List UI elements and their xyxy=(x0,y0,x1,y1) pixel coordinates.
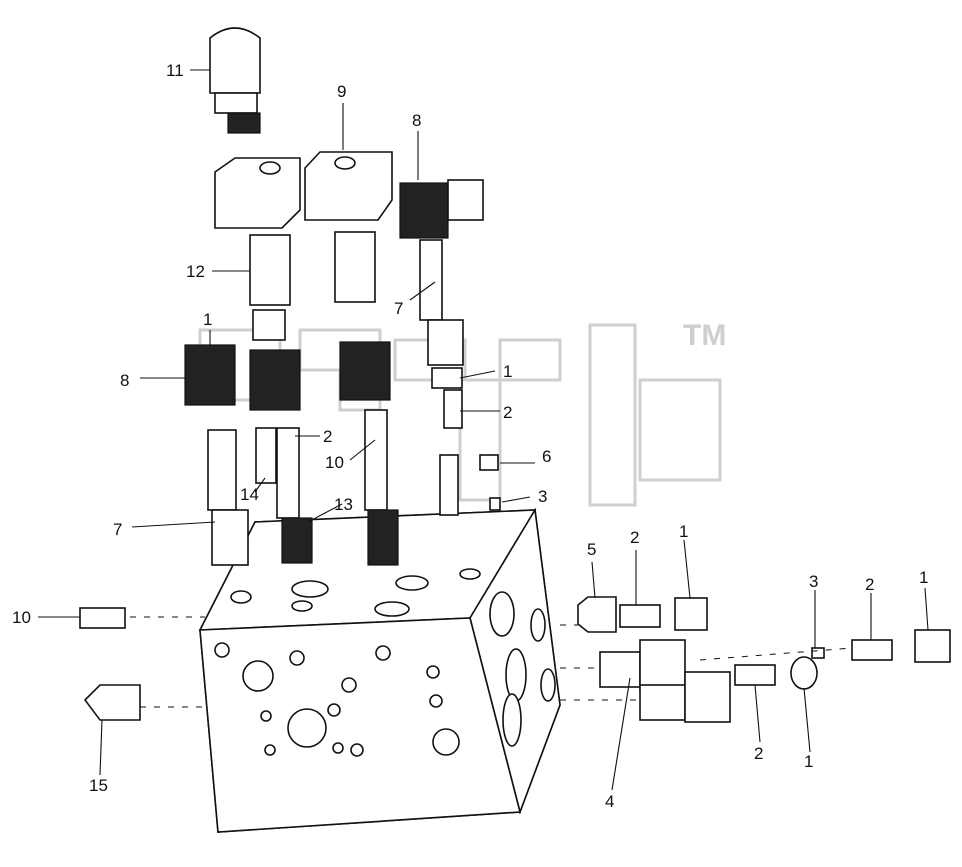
leader-lines xyxy=(38,69,929,791)
callout-10: 10 xyxy=(325,453,344,472)
callout-14: 14 xyxy=(240,485,259,504)
callout-2: 2 xyxy=(754,744,763,763)
callout-6: 6 xyxy=(542,447,551,466)
callout-2: 2 xyxy=(503,403,512,422)
callout-10: 10 xyxy=(12,608,31,627)
callout-8: 8 xyxy=(412,111,421,130)
callout-1: 1 xyxy=(804,752,813,771)
callout-2: 2 xyxy=(630,528,639,547)
callout-7: 7 xyxy=(394,299,403,318)
callout-11: 11 xyxy=(166,61,184,80)
right-side-parts xyxy=(560,596,951,723)
solenoid-coil-part-8-top xyxy=(399,179,484,429)
side-plug-part-10 xyxy=(79,607,205,629)
callout-3: 3 xyxy=(538,487,547,506)
cartridge-part-11 xyxy=(209,27,261,134)
callout-1: 1 xyxy=(919,568,928,587)
callout-5: 5 xyxy=(587,540,596,559)
callout-8: 8 xyxy=(120,371,129,390)
callout-4: 4 xyxy=(605,792,614,811)
valve-stems xyxy=(207,409,501,566)
solenoid-housings-part-9 xyxy=(214,151,393,229)
callout-13: 13 xyxy=(334,495,353,514)
callout-labels: 11 9 8 12 7 1 8 1 2 2 10 6 14 3 13 7 5 2… xyxy=(12,61,928,811)
side-valve-part-15 xyxy=(83,684,205,721)
callout-1: 1 xyxy=(503,362,512,381)
solenoid-coils-part-8-left xyxy=(184,341,391,411)
callout-1: 1 xyxy=(679,522,688,541)
callout-3: 3 xyxy=(809,572,818,591)
callout-15: 15 xyxy=(89,776,108,795)
callout-7: 7 xyxy=(113,520,122,539)
callout-12: 12 xyxy=(186,262,205,281)
callout-2: 2 xyxy=(865,575,874,594)
cartridge-part-12 xyxy=(249,231,376,341)
callout-1: 1 xyxy=(203,310,212,329)
callout-2: 2 xyxy=(323,427,332,446)
watermark-text: TM xyxy=(683,319,726,352)
callout-9: 9 xyxy=(337,82,346,101)
